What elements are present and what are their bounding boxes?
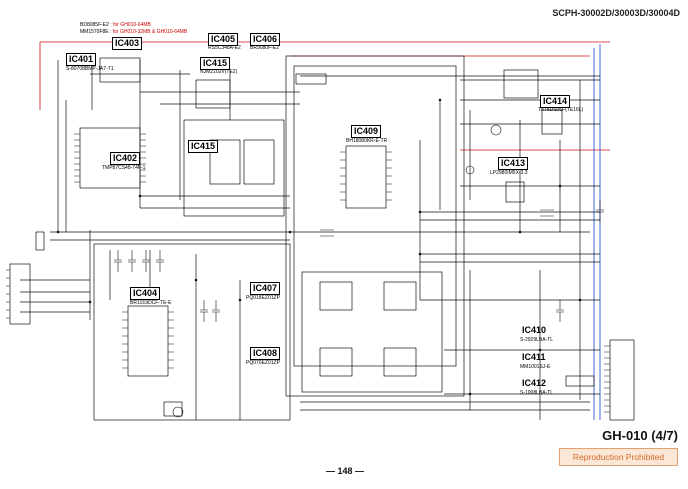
ic401-label: IC401 xyxy=(66,53,97,66)
board-title: GH-010 (4/7) xyxy=(602,428,678,443)
ic413-part: LP2980IM5X-3.3 xyxy=(490,170,528,176)
ic415-label: IC415 xyxy=(200,57,231,70)
ic411-label: IC411 xyxy=(522,352,546,362)
ic414-label: IC414 xyxy=(540,95,571,108)
ic407-label: IC407 xyxy=(250,282,281,295)
ic406-label: IC406 xyxy=(250,33,281,46)
ic411-part: MM1001SJ-E xyxy=(520,364,551,370)
ic408-part: PQ070EZ01ZP xyxy=(246,360,280,366)
ic-variant-note-2: MM1570F8E : for GH010-32MB & GH010-64MB xyxy=(80,29,188,35)
ic404-part: BR1019DCF-TE-E xyxy=(130,300,172,306)
ic413-label: IC413 xyxy=(498,157,529,170)
ic-variant-note-1: BD8085F-E2 : for GH010-64MB xyxy=(80,22,151,28)
ic410-label: IC410 xyxy=(522,325,547,335)
ic412-part: S-1008LBA-TL xyxy=(520,390,554,396)
ic406-part: BR9080F-E2 xyxy=(250,45,279,51)
ic407-part: PQ018EZ01ZP xyxy=(246,295,280,301)
ic401-part: S-80708BMP-JA7-T1 xyxy=(66,66,114,72)
reproduction-notice: Reproduction Prohibited xyxy=(559,448,678,466)
model-number: SCPH-30002D/30003D/30004D xyxy=(552,8,680,18)
ic402-label: IC402 xyxy=(110,152,141,165)
ic405-part: RS5C348A-E2 xyxy=(208,45,241,51)
ic415-part: NJM2102V(TE2) xyxy=(200,69,238,75)
page-number: — 148 — xyxy=(326,466,365,476)
ic408-label: IC408 xyxy=(250,347,281,360)
ic402-part: TMP87CS48-74F-1 xyxy=(102,165,146,171)
ic404-label: IC404 xyxy=(130,287,161,300)
ic403-label: IC403 xyxy=(112,37,143,50)
ic409-part: BH18080KR-E-TR xyxy=(346,138,388,144)
ic412-label: IC412 xyxy=(522,378,547,388)
ic415-label-b: IC415 xyxy=(188,140,219,153)
ic409-label: IC409 xyxy=(351,125,382,138)
ic410-part: S-2929LBA-TL xyxy=(520,337,554,343)
ic414-part: TA78DS05F(TE16L) xyxy=(538,107,584,113)
ic405-label: IC405 xyxy=(208,33,239,46)
